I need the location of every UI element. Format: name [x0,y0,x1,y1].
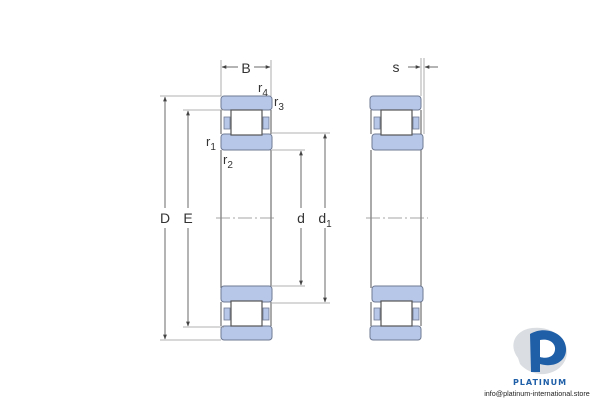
bottom-side-section [369,285,424,341]
label-d1: d1 [318,210,332,230]
label-E: E [183,210,192,226]
dimension-s: s [393,58,438,134]
section-view: B r4 r3 r1 r2 D E [160,60,332,341]
label-D: D [160,210,170,226]
label-d: d [297,210,305,226]
dimension-d1: d1 [272,132,332,304]
platinum-logo: PLATINUM info@platinum-international.sto… [484,327,590,398]
svg-text:r2: r2 [223,152,233,171]
svg-text:r1: r1 [206,134,216,153]
svg-text:r4: r4 [258,80,268,99]
dimension-B: B [220,60,272,96]
side-view: s [366,58,438,341]
dimension-D: D [160,95,221,341]
bottom-bearing-section [220,285,273,341]
label-s: s [393,59,400,75]
label-B: B [241,60,250,76]
top-bearing-section [220,95,273,151]
contact-email: info@platinum-international.store [484,389,590,398]
radius-labels: r4 r3 r1 r2 [206,80,284,171]
dimension-d: d [272,149,305,287]
top-side-section [369,95,424,151]
dimension-E: E [183,109,224,328]
svg-text:r3: r3 [274,94,284,113]
brand-name: PLATINUM [513,378,567,387]
